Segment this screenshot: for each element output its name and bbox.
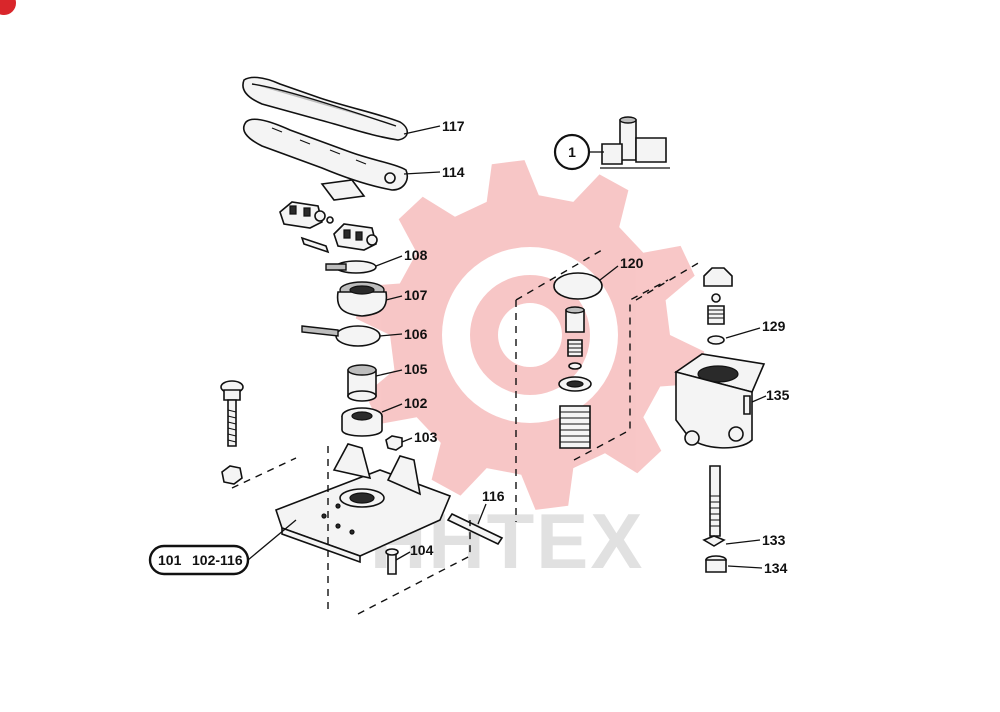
pedal-lever-114 <box>242 118 408 191</box>
bolt <box>220 380 244 447</box>
assembly-line-mid <box>515 249 669 522</box>
hose-clamp-108 <box>325 260 377 274</box>
corner-badge <box>0 0 16 15</box>
screw-135 <box>743 395 751 415</box>
stem-133 <box>702 465 726 547</box>
kit-contents <box>600 116 670 169</box>
rubber-boot-107 <box>336 281 388 317</box>
callout-108: 108 <box>404 247 428 263</box>
hinge-block-lower <box>333 223 378 251</box>
plunger-105 <box>347 364 377 402</box>
o-ring-120 <box>553 272 603 300</box>
screw-104 <box>385 548 399 575</box>
callout-114: 114 <box>442 164 465 180</box>
plug-134 <box>705 555 727 573</box>
callout-105: 105 <box>404 361 428 377</box>
assembly-range: 102-116 <box>192 552 243 568</box>
assembly-number: 101 <box>158 552 182 568</box>
leader-lines <box>247 125 767 569</box>
callout-120: 120 <box>620 255 644 271</box>
callout-107: 107 <box>404 287 428 303</box>
assembly-line-left <box>231 446 471 615</box>
callout-117: 117 <box>442 118 465 134</box>
callout-106: 106 <box>404 326 428 342</box>
callout-103: 103 <box>414 429 438 445</box>
pedal-cover-117 <box>242 76 409 141</box>
base-plate-101 <box>274 443 452 564</box>
callout-129: 129 <box>762 318 786 334</box>
bushing-102 <box>341 407 383 437</box>
callout-135: 135 <box>766 387 790 403</box>
pin <box>300 236 330 254</box>
valve-body <box>674 353 766 449</box>
callout-102: 102 <box>404 395 428 411</box>
callout-134: 134 <box>764 560 788 576</box>
callout-133: 133 <box>762 532 786 548</box>
valve-stack <box>558 306 592 449</box>
callout-104: 104 <box>410 542 434 558</box>
nut-103 <box>385 435 403 451</box>
callout-116: 116 <box>482 488 505 504</box>
kit-marker: 1 <box>553 133 591 171</box>
nut <box>221 465 243 485</box>
pedal-pad <box>320 179 366 201</box>
hinge-block-upper <box>279 201 326 229</box>
assembly-label: 101 102-116 <box>148 544 250 576</box>
kit-marker-number: 1 <box>568 144 576 160</box>
snap-ring <box>326 216 334 224</box>
hose-clamp-106 <box>301 325 381 347</box>
pin-116 <box>446 512 504 546</box>
valve-cap <box>703 267 733 325</box>
washer-129 <box>707 335 725 345</box>
